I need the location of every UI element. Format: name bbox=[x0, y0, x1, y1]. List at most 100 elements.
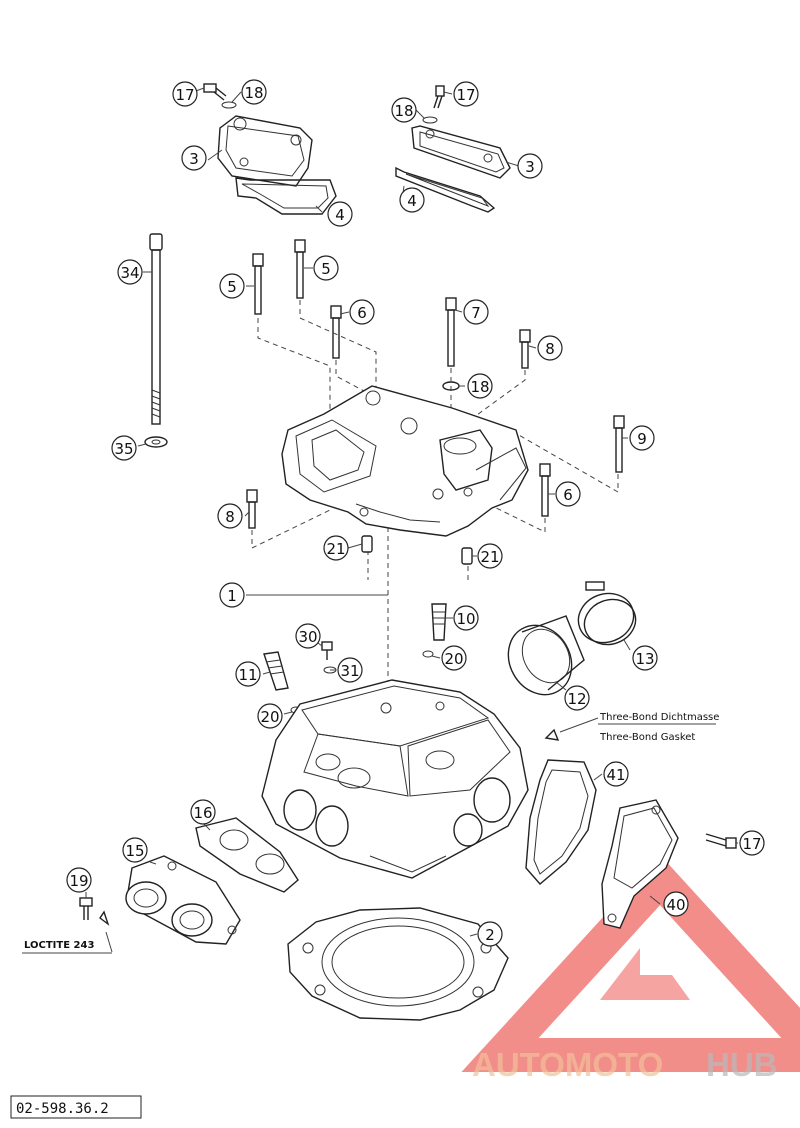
callout-circle bbox=[117, 259, 143, 285]
valve-guides bbox=[263, 603, 447, 714]
callout-circle bbox=[453, 81, 479, 107]
callout-label: 8 bbox=[225, 508, 235, 526]
callout-circle bbox=[477, 921, 503, 947]
callout-label: 4 bbox=[407, 192, 417, 210]
callout-label: 6 bbox=[563, 486, 573, 504]
sealant-dab bbox=[544, 728, 560, 741]
callout-label: 21 bbox=[480, 548, 499, 566]
bolt-17-cover bbox=[705, 833, 737, 849]
bolt-17-left bbox=[203, 83, 227, 101]
callout-circle bbox=[295, 623, 321, 649]
callout-18: 18 bbox=[467, 373, 493, 399]
callout-circle bbox=[564, 685, 590, 711]
callout-label: 17 bbox=[175, 86, 194, 104]
callout-8: 8 bbox=[217, 503, 243, 529]
callout-41: 41 bbox=[603, 761, 629, 787]
callout-6: 6 bbox=[555, 481, 581, 507]
callout-label: 18 bbox=[244, 84, 263, 102]
callout-17: 17 bbox=[453, 81, 479, 107]
callout-17: 17 bbox=[172, 81, 198, 107]
callout-circle bbox=[219, 582, 245, 608]
callout-1: 1 bbox=[219, 582, 245, 608]
sealant-note-en: Three-Bond Gasket bbox=[599, 732, 695, 743]
callout-label: 17 bbox=[742, 835, 761, 853]
callout-7: 7 bbox=[463, 299, 489, 325]
callout-21: 21 bbox=[477, 543, 503, 569]
callout-circle bbox=[739, 830, 765, 856]
assembly-lead-lines bbox=[251, 300, 619, 700]
callout-label: 20 bbox=[444, 650, 463, 668]
exhaust-flange-15 bbox=[125, 855, 241, 945]
callout-label: 16 bbox=[193, 804, 212, 822]
callout-label: 13 bbox=[635, 650, 654, 668]
sealant-note-de: Three-Bond Dichtmasse bbox=[599, 712, 719, 723]
valve-cover-right bbox=[395, 85, 511, 213]
callout-circle bbox=[453, 605, 479, 631]
callout-circle bbox=[111, 435, 137, 461]
watermark-triangle-logo bbox=[461, 854, 800, 1072]
callout-5: 5 bbox=[313, 255, 339, 281]
callout-12: 12 bbox=[564, 685, 590, 711]
callout-label: 20 bbox=[260, 708, 279, 726]
callout-4: 4 bbox=[327, 201, 353, 227]
callout-13: 13 bbox=[632, 645, 658, 671]
long-stud-34 bbox=[144, 233, 168, 448]
callout-circle bbox=[190, 799, 216, 825]
callout-circle bbox=[477, 543, 503, 569]
callout-circle bbox=[337, 657, 363, 683]
callout-circle bbox=[663, 891, 689, 917]
callout-circle bbox=[467, 373, 493, 399]
callout-label: 31 bbox=[340, 662, 359, 680]
callout-circle bbox=[235, 661, 261, 687]
exhaust-gasket-16 bbox=[195, 817, 299, 893]
cylinder-head bbox=[261, 679, 529, 879]
callout-4: 4 bbox=[399, 187, 425, 213]
callout-label: 40 bbox=[666, 896, 685, 914]
watermark-text: AUTOMOTO HUB bbox=[472, 1046, 778, 1083]
dowel-pins-21 bbox=[361, 535, 473, 565]
intake-boot-12 bbox=[507, 615, 585, 696]
callout-label: 4 bbox=[335, 206, 345, 224]
callout-circle bbox=[241, 79, 267, 105]
callout-label: 1 bbox=[227, 587, 237, 605]
callout-18: 18 bbox=[241, 79, 267, 105]
callout-16: 16 bbox=[190, 799, 216, 825]
callout-circle bbox=[629, 425, 655, 451]
callout-circle bbox=[327, 201, 353, 227]
callout-20: 20 bbox=[441, 645, 467, 671]
figure-code-box bbox=[10, 1095, 142, 1119]
cam-carrier-bolts bbox=[246, 239, 625, 529]
callout-11: 11 bbox=[235, 661, 261, 687]
callout-circle bbox=[391, 97, 417, 123]
callout-label: 9 bbox=[637, 430, 647, 448]
callout-label: 2 bbox=[485, 926, 495, 944]
callout-17: 17 bbox=[739, 830, 765, 856]
callout-label: 18 bbox=[470, 378, 489, 396]
cover-40 bbox=[601, 799, 679, 929]
callout-3: 3 bbox=[517, 153, 543, 179]
callout-circle bbox=[632, 645, 658, 671]
callout-circle bbox=[313, 255, 339, 281]
callout-label: 17 bbox=[456, 86, 475, 104]
bolt-17-right bbox=[433, 85, 445, 109]
callout-19: 19 bbox=[66, 867, 92, 893]
callout-label: 3 bbox=[525, 158, 535, 176]
callout-9: 9 bbox=[629, 425, 655, 451]
callout-circle bbox=[217, 503, 243, 529]
callout-label: 10 bbox=[456, 610, 475, 628]
callout-label: 18 bbox=[394, 102, 413, 120]
callout-label: 19 bbox=[69, 872, 88, 890]
callout-circle bbox=[257, 703, 283, 729]
bolt-19 bbox=[79, 897, 110, 926]
callout-18: 18 bbox=[391, 97, 417, 123]
cam-carrier-housing bbox=[281, 385, 529, 537]
callout-label: 5 bbox=[227, 278, 237, 296]
callout-circle bbox=[537, 335, 563, 361]
svg-text:HUB: HUB bbox=[706, 1046, 778, 1083]
gasket-41 bbox=[525, 759, 597, 885]
callout-label: 35 bbox=[114, 440, 133, 458]
callout-34: 34 bbox=[117, 259, 143, 285]
callout-label: 34 bbox=[120, 264, 139, 282]
callout-circle bbox=[122, 837, 148, 863]
